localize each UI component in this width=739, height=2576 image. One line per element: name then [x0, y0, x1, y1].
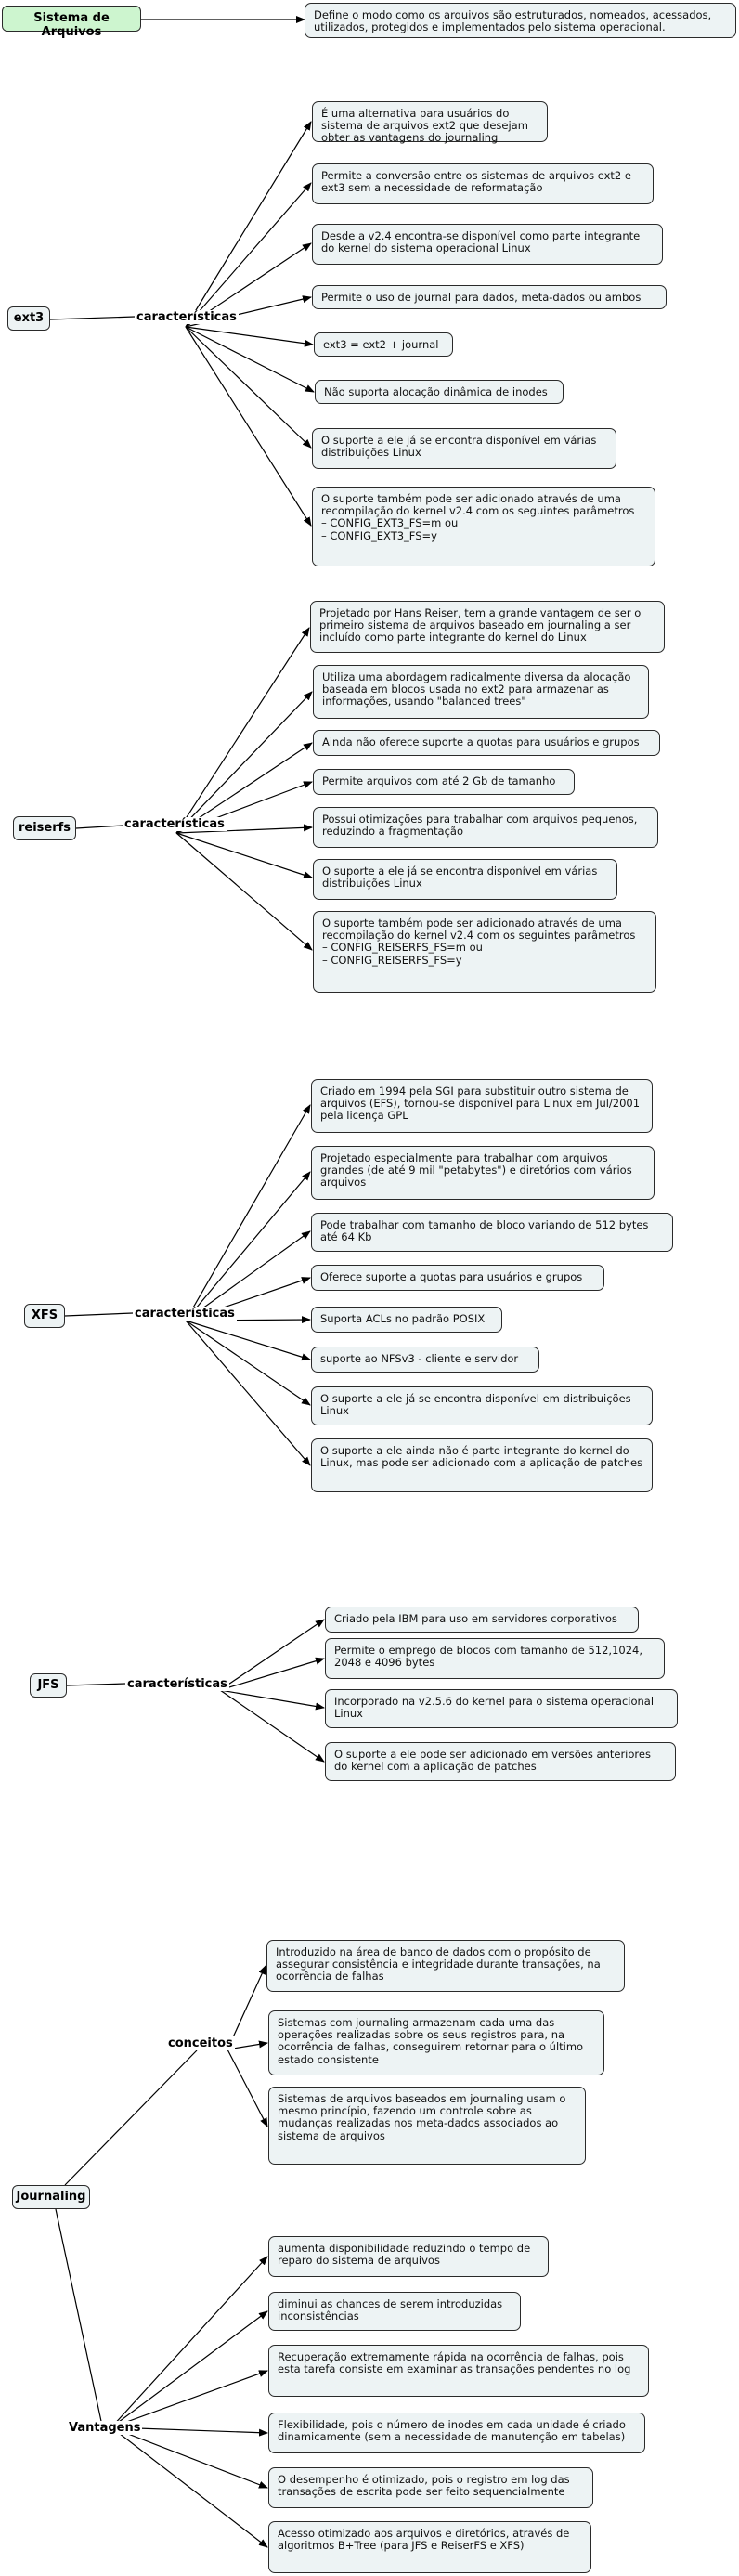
concept-item: Introduzido na área de banco de dados co… — [266, 1940, 625, 1992]
connector-arrow — [185, 1320, 311, 1406]
advantage-item: Recuperação extremamente rápida na ocorr… — [268, 2345, 649, 2397]
ext3-item: O suporte também pode ser adicionado atr… — [312, 487, 655, 566]
xfs-item: Criado em 1994 pela SGI para substituir … — [311, 1079, 653, 1133]
connector-line — [66, 1683, 126, 1686]
connector-arrow — [175, 627, 310, 834]
connector-arrow — [185, 1104, 311, 1321]
connector-line — [75, 825, 123, 829]
connector-line — [55, 2208, 103, 2426]
xfs-item: O suporte a ele ainda não é parte integr… — [311, 1438, 653, 1492]
jfs-item: Criado pela IBM para uso em servidores c… — [325, 1607, 639, 1633]
connector-arrow — [185, 326, 315, 393]
connector-arrow — [185, 182, 312, 328]
concept-item: Sistemas de arquivos baseados em journal… — [268, 2087, 586, 2165]
connector-arrow — [185, 1171, 311, 1321]
connector-arrow — [175, 691, 313, 834]
ext3-item: ext3 = ext2 + journal — [314, 332, 453, 357]
jfs-item: O suporte a ele pode ser adicionado em v… — [325, 1742, 676, 1781]
ext3-item: Permite a conversão entre os sistemas de… — [312, 163, 654, 204]
xfs-relation-label: características — [133, 1307, 237, 1321]
connector-arrow — [185, 326, 312, 449]
ext3-relation-label: características — [135, 310, 239, 324]
xfs-item: suporte ao NFSv3 - cliente e servidor — [311, 1347, 539, 1373]
title-node: Sistema de Arquivos — [2, 6, 141, 39]
concept-item: Sistemas com journaling armazenam cada u… — [268, 2010, 604, 2075]
connector-line — [49, 316, 136, 320]
reiserfs-item: Projetado por Hans Reiser, tem a grande … — [310, 601, 665, 653]
definition-node: Define o modo como os arquivos são estru… — [305, 3, 736, 38]
connector-line — [64, 2049, 198, 2186]
jfs-item: Permite o emprego de blocos com tamanho … — [325, 1638, 665, 1679]
ext3-item: Permite o uso de journal para dados, met… — [312, 285, 667, 309]
xfs-item: Suporta ACLs no padrão POSIX — [311, 1307, 502, 1333]
ext3-item: Não suporta alocação dinâmica de inodes — [315, 380, 564, 404]
reiserfs-item: O suporte a ele já se encontra disponíve… — [313, 859, 617, 900]
jfs-relation-label: características — [125, 1677, 229, 1691]
connector-arrow — [110, 2256, 268, 2428]
xfs-item: Projetado especialmente para trabalhar c… — [311, 1146, 655, 1200]
advantage-item: Flexibilidade, pois o número de inodes e… — [268, 2413, 645, 2453]
reiserfs-item: Possui otimizações para trabalhar com ar… — [313, 807, 658, 848]
journaling-node: Journaling — [12, 2185, 90, 2209]
connector-arrow — [227, 2049, 268, 2127]
connector-arrow — [110, 2426, 268, 2489]
reiserfs-item: Permite arquivos com até 2 Gb de tamanho — [313, 769, 575, 795]
connector-arrow — [110, 2370, 268, 2428]
connector-arrow — [185, 326, 314, 347]
connector-arrow — [185, 121, 312, 328]
connector-arrow — [219, 1689, 325, 1711]
jfs-node: JFS — [30, 1673, 67, 1698]
connector-line — [64, 1312, 134, 1317]
ext3-item: Desde a v2.4 encontra-se disponível como… — [312, 224, 663, 265]
xfs-node: XFS — [24, 1304, 65, 1328]
ext3-item: O suporte a ele já se encontra disponíve… — [312, 428, 616, 469]
connector-arrow — [219, 1619, 325, 1691]
connector-arrow — [185, 1230, 311, 1321]
xfs-item: Pode trabalhar com tamanho de bloco vari… — [311, 1213, 673, 1252]
ext3-node: ext3 — [7, 306, 50, 331]
advantages-label: Vantagens — [67, 2421, 143, 2435]
connector-arrow — [175, 832, 313, 951]
xfs-item: O suporte a ele já se encontra disponíve… — [311, 1386, 653, 1425]
reiserfs-item: Ainda não oferece suporte a quotas para … — [313, 730, 660, 756]
connector-arrow — [227, 1965, 266, 2050]
connector-arrow — [175, 832, 313, 878]
connector-arrow — [110, 2426, 268, 2548]
connector-arrow — [219, 1657, 325, 1691]
advantage-item: diminui as chances de serem introduzidas… — [268, 2292, 521, 2331]
connector-arrow — [175, 824, 313, 834]
concepts-label: conceitos — [166, 2036, 235, 2050]
reiserfs-item: Utiliza uma abordagem radicalmente diver… — [313, 665, 649, 719]
reiserfs-item: O suporte também pode ser adicionado atr… — [313, 911, 656, 993]
reiserfs-node: reiserfs — [13, 816, 76, 840]
xfs-item: Oferece suporte a quotas para usuários e… — [311, 1265, 604, 1291]
connector-arrow — [110, 2310, 268, 2428]
reiserfs-relation-label: características — [123, 817, 227, 831]
connector-arrow — [185, 1320, 311, 1466]
connector-arrow — [185, 1320, 311, 1361]
advantage-item: aumenta disponibilidade reduzindo o temp… — [268, 2236, 549, 2277]
ext3-item: É uma alternativa para usuários do siste… — [312, 101, 548, 144]
connector-arrow — [185, 326, 312, 527]
advantage-item: O desempenho é otimizado, pois o registr… — [268, 2467, 593, 2508]
connector-arrow — [219, 1689, 325, 1763]
jfs-item: Incorporado na v2.5.6 do kernel para o s… — [325, 1689, 678, 1728]
advantage-item: Acesso otimizado aos arquivos e diretóri… — [268, 2521, 591, 2573]
